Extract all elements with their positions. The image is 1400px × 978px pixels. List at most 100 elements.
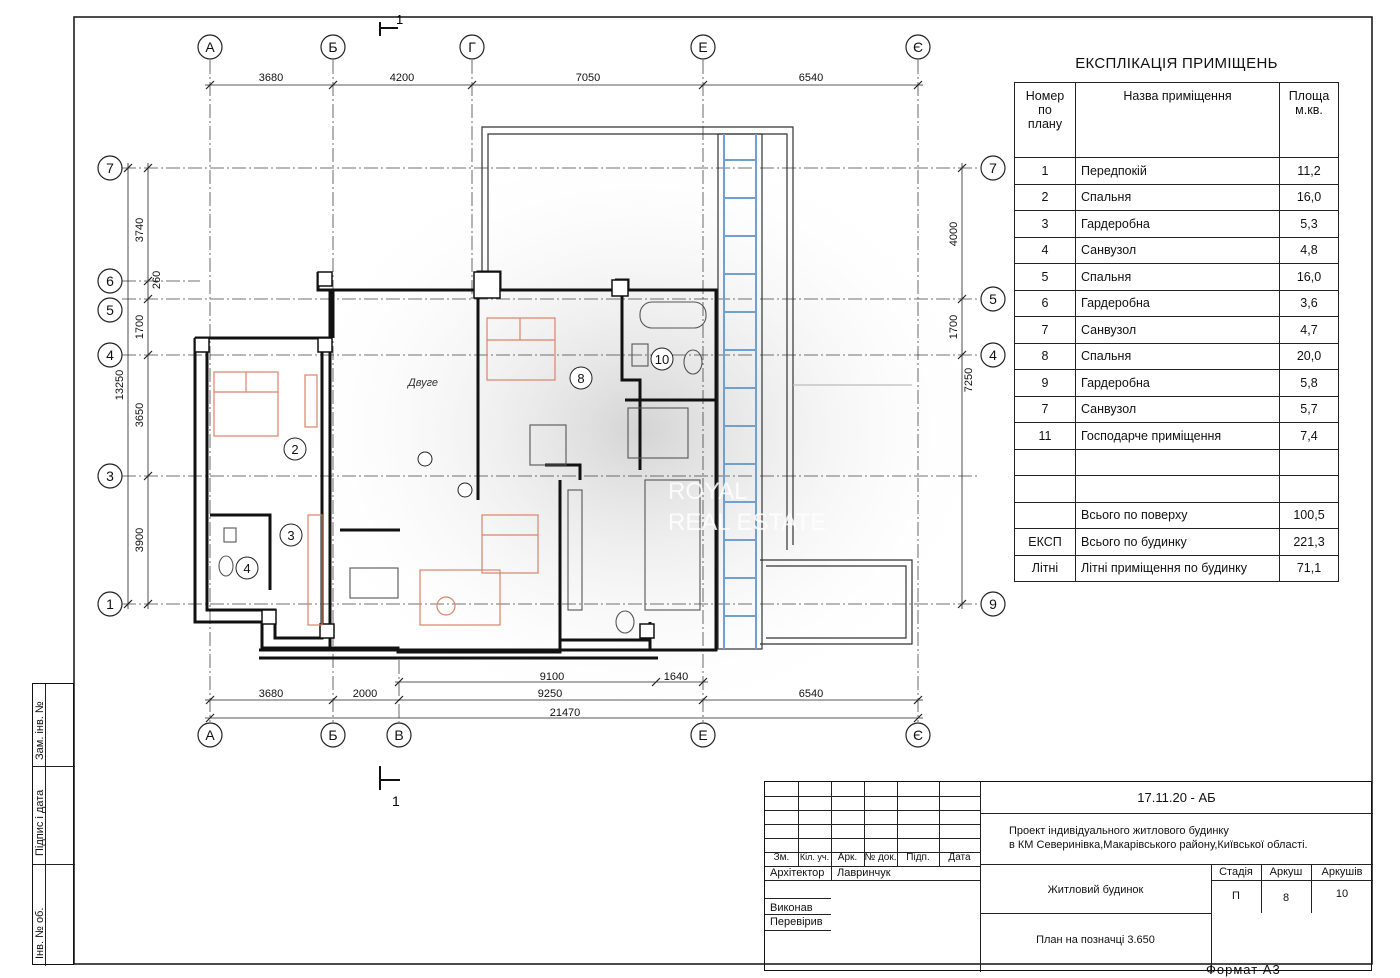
dim-left-1: 3740 <box>134 218 146 242</box>
header-num: Номер по плану <box>1014 82 1076 158</box>
cell-num: ЕКСП <box>1014 528 1076 556</box>
sheet-value: 8 <box>1282 892 1290 904</box>
cell-name: Санвузол <box>1075 316 1280 344</box>
svg-text:ROYAL: ROYAL <box>668 478 748 505</box>
axis-left-7: 7 <box>106 160 114 176</box>
watermark: ROYAL REAL ESTATE <box>668 478 826 536</box>
cell-area: 100,5 <box>1279 501 1339 529</box>
axis-right-5: 5 <box>989 291 997 307</box>
axis-top-b: Б <box>328 39 337 55</box>
cell-name: Санвузол <box>1075 236 1280 264</box>
cell-area: 5,8 <box>1279 369 1339 397</box>
room-number-3: 3 <box>287 528 294 543</box>
axis-bottom-e: Е <box>698 727 707 743</box>
cell-area: 5,7 <box>1279 395 1339 423</box>
cell-num: 9 <box>1014 369 1076 397</box>
axis-top-a: А <box>205 39 215 55</box>
explication-row <box>1014 448 1339 476</box>
role-executed: Виконав <box>770 902 813 914</box>
cell-area: 16,0 <box>1279 263 1339 291</box>
fixtures <box>218 301 707 634</box>
svg-text:REAL ESTATE: REAL ESTATE <box>668 509 826 536</box>
cell-name: Санвузол <box>1075 395 1280 423</box>
room-number-4: 4 <box>243 561 250 576</box>
cell-num: 8 <box>1014 342 1076 370</box>
dim-right-3: 7250 <box>963 368 975 392</box>
cell-area: 16,0 <box>1279 183 1339 211</box>
side-label-2: Підпис і дата <box>34 789 46 856</box>
dim-top-1: 3680 <box>259 72 283 84</box>
cell-num: 2 <box>1014 183 1076 211</box>
col-pidp: Підп. <box>906 852 930 863</box>
dim-right-2: 1700 <box>948 315 960 339</box>
cell-num: 4 <box>1014 236 1076 264</box>
cell-name: Літні приміщення по будинку <box>1075 554 1280 582</box>
axis-top-e: Е <box>698 39 707 55</box>
axis-bottom-b: Б <box>328 727 337 743</box>
cell-area <box>1279 475 1339 503</box>
dim-right-1: 4000 <box>948 222 960 246</box>
cell-name: Спальня <box>1075 342 1280 370</box>
cell-area: 11,2 <box>1279 157 1339 185</box>
cell-num: 5 <box>1014 263 1076 291</box>
cell-num: 3 <box>1014 210 1076 238</box>
furniture <box>213 317 556 626</box>
dim-left-4: 3650 <box>134 403 146 427</box>
axis-left-5: 5 <box>106 302 114 318</box>
project-line-1: Проект індивідуального житлового будинку <box>1009 825 1229 837</box>
building-name: Житловий будинок <box>1047 884 1144 896</box>
cell-name: Всього по будинку <box>1075 528 1280 556</box>
cell-num: 7 <box>1014 316 1076 344</box>
col-zm: Зм. <box>773 852 790 863</box>
cell-area: 4,8 <box>1279 236 1339 264</box>
cell-name <box>1075 448 1280 476</box>
explication-table: Номер по плану Назва приміщення Площа м.… <box>1014 82 1339 582</box>
side-label-1: Зам. інв. № <box>34 701 46 760</box>
cell-name: Гардеробна <box>1075 369 1280 397</box>
cell-num: Літні <box>1014 554 1076 582</box>
cell-name: Передпокій <box>1075 157 1280 185</box>
cell-area: 3,6 <box>1279 289 1339 317</box>
cell-name: Спальня <box>1075 183 1280 211</box>
sheets-value: 10 <box>1335 888 1349 900</box>
dim-top-4: 6540 <box>799 72 823 84</box>
explication-row <box>1014 475 1339 503</box>
section-mark-bottom: 1 <box>392 793 400 809</box>
cell-num: 7 <box>1014 395 1076 423</box>
cell-num <box>1014 475 1076 503</box>
cell-name: Всього по поверху <box>1075 501 1280 529</box>
col-ark: Арк. <box>837 852 858 863</box>
dim-top-2: 4200 <box>390 72 414 84</box>
cell-name: Спальня <box>1075 263 1280 291</box>
axis-top-ye: Є <box>913 39 923 55</box>
person-architect: Лавринчук <box>837 867 891 879</box>
title-block: 17.11.20 - АБ Проект індивідуального жит… <box>764 781 1373 972</box>
dim-left-3: 1700 <box>134 315 146 339</box>
dim-bottom-1: 3680 <box>259 688 283 700</box>
axis-right-7: 7 <box>989 160 997 176</box>
grid-lines <box>122 60 980 722</box>
cell-area: 7,4 <box>1279 422 1339 450</box>
room-number-2: 2 <box>291 442 298 457</box>
dim-bottom-3: 9250 <box>538 688 562 700</box>
dim-bottom-inner-1: 9100 <box>540 671 564 683</box>
role-architect: Архітектор <box>770 867 825 879</box>
cell-area <box>1279 448 1339 476</box>
dim-bottom-inner-2: 1640 <box>664 671 688 683</box>
col-doc: № док. <box>864 852 897 863</box>
sheets-label: Аркушів <box>1321 866 1363 878</box>
axis-top-g: Г <box>468 39 476 55</box>
cell-name: Гардеробна <box>1075 289 1280 317</box>
room-number-10: 10 <box>655 352 669 367</box>
